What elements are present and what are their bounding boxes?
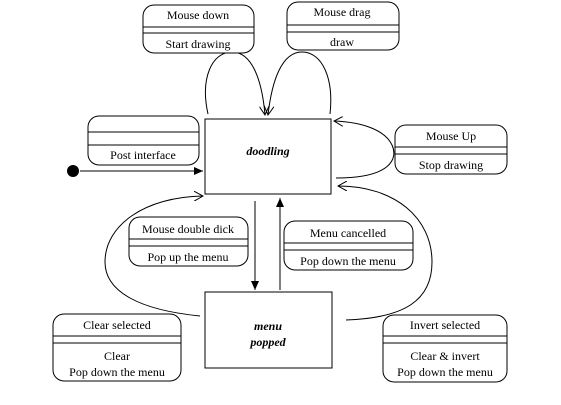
double-click-action: Pop up the menu — [148, 250, 229, 264]
mouse-down-self-loop — [205, 51, 265, 115]
menu-cancelled-action: Pop down the menu — [300, 254, 396, 268]
clear-selected-action-line1: Clear — [104, 349, 130, 363]
menu-cancelled-transition-box: Menu cancelled Pop down the menu — [283, 220, 414, 271]
menu-cancelled-event: Menu cancelled — [310, 226, 386, 240]
double-click-event: Mouse double dick — [142, 222, 234, 236]
mouse-drag-action: draw — [330, 35, 354, 49]
initial-pseudostate — [67, 165, 203, 177]
mouse-up-transition-box: Mouse Up Stop drawing — [394, 124, 508, 175]
double-click-transition-box: Mouse double dick Pop up the menu — [128, 216, 249, 267]
state-menu-popped-label-line1: menu — [254, 319, 282, 333]
initial-transition-box: Post interface — [87, 115, 200, 166]
invert-selected-transition-arrow — [338, 186, 433, 321]
invert-selected-event: Invert selected — [410, 318, 480, 332]
mouse-drag-self-loop — [268, 51, 332, 115]
clear-selected-transition-arrow — [104, 196, 203, 317]
state-doodling-label: doodling — [246, 144, 289, 158]
mouse-up-action: Stop drawing — [419, 158, 483, 172]
mouse-down-transition-box: Mouse down Start drawing — [142, 4, 255, 54]
clear-selected-action-line2: Pop down the menu — [69, 365, 165, 379]
mouse-up-self-loop — [334, 121, 395, 179]
mouse-up-event: Mouse Up — [426, 129, 476, 143]
mouse-down-action: Start drawing — [166, 37, 231, 51]
initial-action: Post interface — [110, 148, 176, 162]
clear-selected-transition-box: Clear selected Clear Pop down the menu — [52, 313, 182, 382]
invert-selected-transition-box: Invert selected Clear & invert Pop down … — [382, 314, 508, 383]
clear-selected-event: Clear selected — [83, 318, 151, 332]
state-menu-popped-label-line2: popped — [249, 335, 286, 349]
mouse-drag-event: Mouse drag — [314, 5, 371, 19]
invert-selected-action-line2: Pop down the menu — [397, 365, 493, 379]
invert-selected-action-line1: Clear & invert — [410, 349, 480, 363]
mouse-drag-transition-box: Mouse drag draw — [286, 1, 400, 51]
mouse-down-event: Mouse down — [167, 8, 229, 22]
state-menu-popped: menu popped — [204, 291, 333, 369]
state-doodling: doodling — [204, 118, 332, 195]
